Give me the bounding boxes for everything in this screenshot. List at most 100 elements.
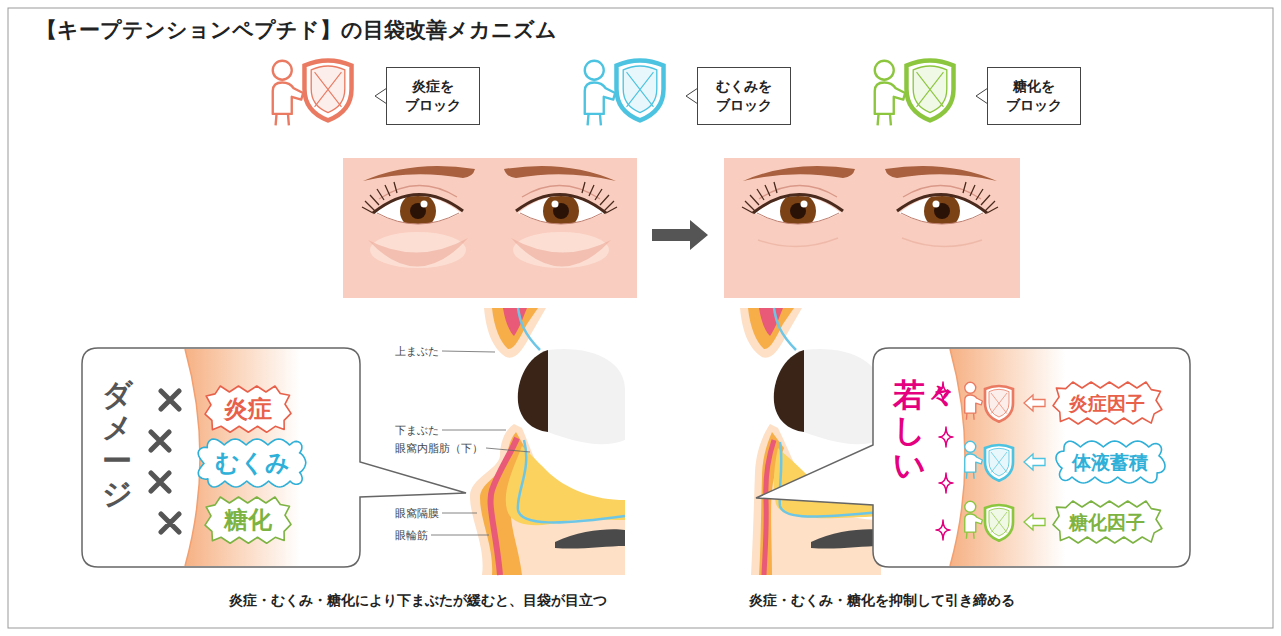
node-text: むくみを ブロック (705, 77, 783, 115)
callout-balloon-after (936, 382, 953, 540)
eye-panel-after (902, 238, 982, 247)
eyelid-section-before (506, 446, 625, 525)
eye-panel-after (724, 158, 1020, 298)
part-label: 上まぶた (395, 344, 439, 359)
callout-balloon-after (950, 349, 1065, 566)
callout-balloon-after (965, 441, 983, 478)
callout-balloon-before (82, 348, 466, 567)
burst-bubble: 糖化因子 (1051, 499, 1164, 545)
eyelid-section-after (748, 308, 794, 349)
callout-balloon-after (985, 445, 1013, 481)
eye-panel-after (742, 166, 855, 229)
callout-balloon-after (965, 382, 983, 419)
node-text: 糖化を ブロック (995, 77, 1073, 115)
callout-balloon-after (1024, 395, 1045, 411)
node-text: 炎症 (224, 396, 272, 422)
eye-panel-before (368, 238, 468, 267)
eyelid-section-before (518, 308, 540, 350)
eyelid-section-after (759, 308, 783, 336)
node-text: 炎症を ブロック (394, 77, 472, 115)
shield-icons (875, 61, 905, 126)
eye-panel-after (758, 238, 838, 247)
callout-balloon-before (82, 348, 466, 567)
eye-panel-after (885, 166, 998, 229)
shield-icons (273, 60, 988, 125)
frame (8, 8, 1273, 628)
node-text: 炎症因子 (1069, 393, 1145, 414)
eye-panel-before (343, 158, 637, 298)
callout-balloon-after (985, 386, 1013, 422)
leader-line (431, 535, 489, 536)
eyelid-section-before (503, 308, 527, 336)
eyelid-section-after (764, 440, 774, 575)
eyelid-section-before (492, 308, 538, 349)
leader-line (442, 430, 506, 431)
burst-bubble: 炎症因子 (1051, 380, 1164, 426)
bubble-outline (205, 386, 291, 432)
callout-balloon-before (185, 349, 200, 566)
bubble-outline (1056, 441, 1165, 483)
eyelid-section-after (811, 529, 881, 548)
eyelid-section-before (518, 350, 548, 432)
leader-line (442, 351, 495, 352)
caption-text: 炎症・むくみ・糖化を抑制して引き締める (749, 592, 1015, 610)
eyelid-section-before (470, 424, 625, 575)
shield-icons (273, 61, 303, 126)
callout-balloon-before (82, 348, 466, 567)
eyelid-section-before (518, 440, 625, 522)
arrow (652, 220, 708, 250)
shield-icons (906, 60, 953, 120)
eye-panel-before (511, 238, 611, 267)
node-text: 体液蓄積 (1072, 452, 1148, 473)
callout-balloon-after (965, 501, 983, 538)
diagram-title: 【キープテンションペプチド】の目袋改善メカニズム (36, 16, 557, 44)
part-label: 眼窩隔膜 (395, 506, 439, 521)
leader-line (442, 513, 477, 514)
eyelid-section-before (491, 438, 517, 575)
eyelid-section-after (804, 349, 881, 444)
callout-balloon-after (985, 505, 1013, 541)
callout-balloon-after (950, 349, 965, 566)
callout-balloon-after (756, 348, 1190, 567)
eyelid-section-before (484, 308, 546, 358)
speech-box: 炎症を ブロック (386, 67, 480, 125)
speech-box: むくみを ブロック (697, 67, 791, 125)
part-label: 眼輪筋 (395, 528, 428, 543)
bubble-outline (198, 439, 306, 487)
burst-bubble: 糖化 (203, 495, 293, 545)
callout-panel: ダメージ 炎症むくみ糖化 (82, 348, 360, 567)
part-label: 下まぶた (395, 423, 439, 438)
bubble-outline (1053, 382, 1162, 424)
leader-line (486, 448, 530, 452)
node-text: 糖化 (224, 507, 272, 533)
eye-panel-before (362, 166, 475, 229)
burst-bubble: 体液蓄積 (1054, 439, 1167, 485)
part-label: 眼窩内脂肪（下） (395, 441, 483, 456)
burst-bubble: むくみ (196, 437, 308, 489)
eyelid-section-after (774, 350, 804, 432)
bubble-outline (205, 497, 291, 543)
eyelid-section-before (548, 349, 625, 444)
eyelid-section-before (555, 529, 625, 548)
node-text: むくみ (215, 450, 290, 476)
eyelid-section-after (740, 308, 881, 575)
eye-panel-before (343, 158, 637, 298)
callout-panel: 若々しい 炎症因子体液蓄積糖化因子 (873, 348, 1190, 567)
callout-balloon-after (756, 348, 1190, 567)
callout-balloon-after (1024, 514, 1045, 530)
callout-balloon-after (756, 348, 1190, 567)
eyelid-section-after (740, 308, 802, 358)
caption-text: 炎症・むくみ・糖化により下まぶたが緩むと、目袋が目立つ (229, 592, 607, 610)
vertical-heading: ダメージ (102, 378, 132, 510)
vertical-heading: 若々しい (893, 378, 925, 484)
node-text: 糖化因子 (1069, 512, 1145, 533)
bubble-outline (1053, 501, 1162, 543)
callout-balloon-after (1024, 454, 1045, 470)
eye-panel-after (724, 158, 1020, 298)
eye-panel-before (504, 166, 617, 229)
eyelid-section-after (774, 308, 796, 350)
callout-balloon-before (151, 391, 179, 532)
